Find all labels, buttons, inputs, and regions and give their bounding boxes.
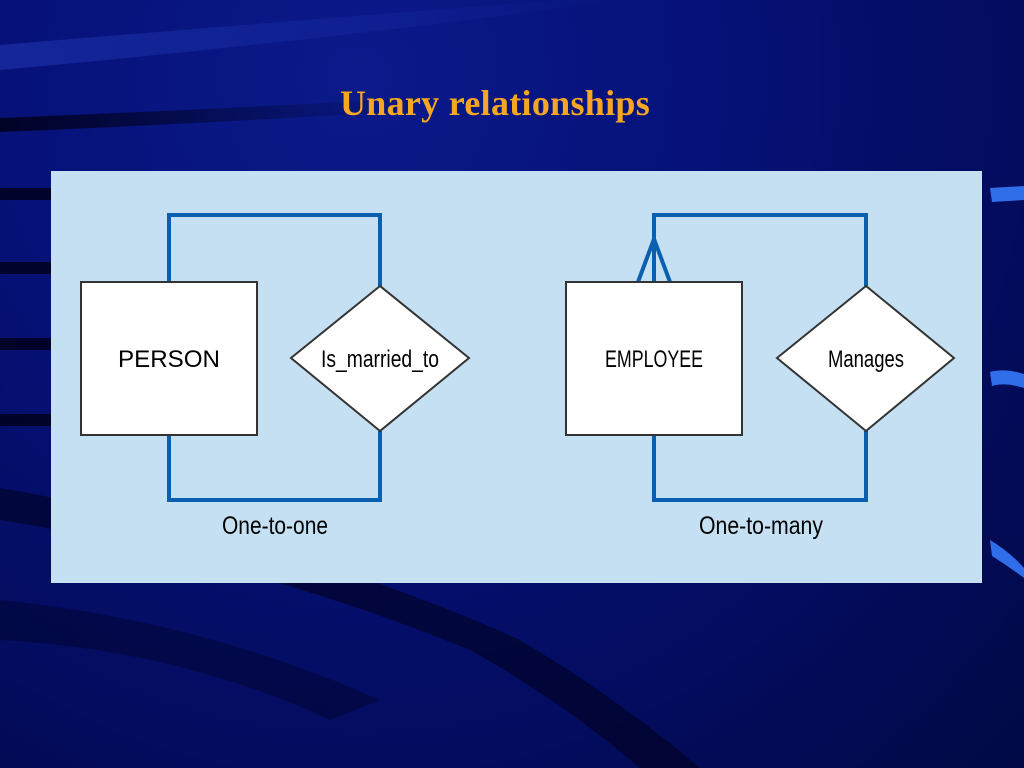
person-entity-label: PERSON [118,346,220,373]
employee-entity-box [565,281,743,436]
crows-foot-many-marker [636,233,672,283]
bottom-connector-line [652,431,868,502]
diagram-panel: PERSON Is_married_to One-to-one EMPLOYEE… [51,171,982,583]
one-to-one-caption: One-to-one [222,512,328,540]
is-married-to-relationship-diamond [289,284,471,433]
one-to-many-diagram: EMPLOYEE Manages One-to-many [565,213,956,540]
slide-title: Unary relationships [339,83,651,123]
person-entity-box [80,281,258,436]
er-diagram: PERSON Is_married_to One-to-one EMPLOYEE… [80,213,956,540]
top-connector-line [167,213,382,286]
employee-entity-label: EMPLOYEE [605,346,703,373]
manages-relationship-diamond [775,284,956,433]
manages-relationship-label: Manages [828,346,904,373]
is-married-to-relationship-label: Is_married_to [321,346,439,373]
one-to-many-caption: One-to-many [699,512,823,540]
top-connector-line [652,213,868,286]
bottom-connector-line [167,431,382,502]
one-to-one-diagram: PERSON Is_married_to One-to-one [80,213,471,540]
